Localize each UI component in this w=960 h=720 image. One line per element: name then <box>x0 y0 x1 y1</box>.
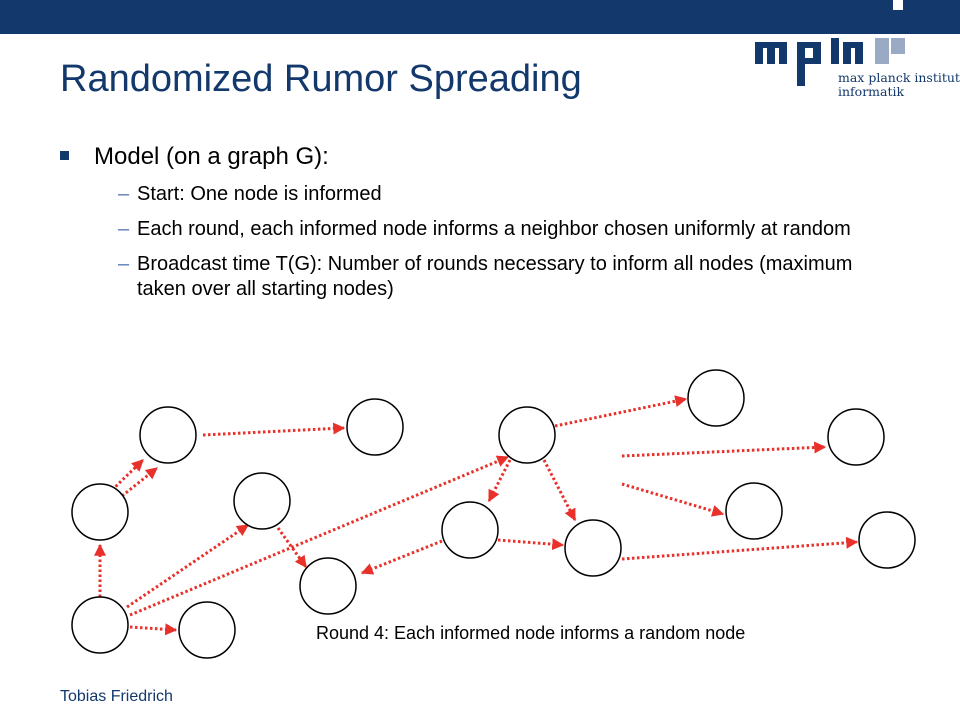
arrow-edge <box>621 536 859 561</box>
arrow-edge <box>487 459 512 503</box>
square-bullet-icon <box>60 151 69 160</box>
arrow-edge <box>121 466 158 498</box>
arrow-edge <box>126 523 249 609</box>
dash-icon: – <box>118 183 130 205</box>
sub-item-text: Broadcast time T(G): Number of rounds ne… <box>137 253 853 300</box>
arrow-edge <box>276 527 308 568</box>
sub-item-start: – Start: One node is informed <box>60 182 890 207</box>
arrow-edge <box>129 623 178 636</box>
sub-item-text: Each round, each informed node informs a… <box>137 218 851 240</box>
logo-text-line2: informatik <box>838 84 905 99</box>
graph-node <box>139 406 197 464</box>
dash-icon: – <box>118 218 130 240</box>
top-banner <box>0 0 960 34</box>
arrow-edge <box>129 455 510 617</box>
sub-item-broadcast-time: – Broadcast time T(G): Number of rounds … <box>60 252 890 302</box>
arrow-edge <box>360 539 443 575</box>
graph-node <box>71 483 129 541</box>
arrow-edge <box>110 458 145 492</box>
dash-icon: – <box>118 253 130 275</box>
sub-item-text: Start: One node is informed <box>137 183 382 205</box>
graph-node <box>441 501 499 559</box>
footer-author: Tobias Friedrich <box>60 688 173 705</box>
arrow-edge <box>202 422 346 437</box>
arrow-edge <box>621 482 725 517</box>
arrow-edge <box>621 441 827 458</box>
graph-node <box>725 482 783 540</box>
mpi-logo <box>755 38 905 86</box>
graph-node <box>71 596 129 654</box>
slide-content: Model (on a graph G): – Start: One node … <box>60 142 890 302</box>
graph-node <box>498 406 556 464</box>
bullet-model: Model (on a graph G): <box>60 142 890 172</box>
arrow-edge <box>497 538 565 551</box>
banner-notch <box>893 0 903 10</box>
graph-node <box>178 601 236 659</box>
graph-node <box>858 511 916 569</box>
arrow-edge <box>554 395 688 428</box>
graph-node <box>564 519 622 577</box>
round-caption: Round 4: Each informed node informs a ra… <box>316 623 746 643</box>
slide-title: Randomized Rumor Spreading <box>60 58 582 100</box>
graph-node <box>827 408 885 466</box>
logo-text: max planck institut informatik <box>838 71 960 99</box>
graph-node <box>299 557 357 615</box>
logo-text-line1: max planck institut <box>838 70 960 85</box>
graph-node <box>687 369 745 427</box>
rumor-graph <box>71 369 916 659</box>
sub-item-each-round: – Each round, each informed node informs… <box>60 217 890 242</box>
bullet-text: Model (on a graph G): <box>94 143 329 170</box>
graph-node <box>233 472 291 530</box>
graph-node <box>346 398 404 456</box>
arrow-edge <box>542 459 577 522</box>
